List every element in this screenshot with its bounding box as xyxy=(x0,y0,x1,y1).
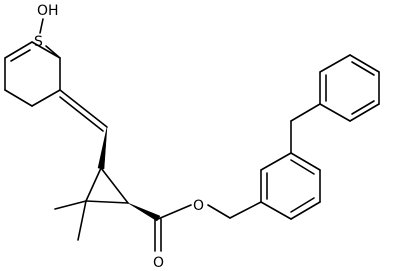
atom-label-carbonyl-o: O xyxy=(153,255,164,271)
bond-ring3-5 xyxy=(319,54,351,73)
bond-ring1-4 xyxy=(4,89,33,107)
bond-methyl-1 xyxy=(54,200,87,210)
bond-exo-double-b xyxy=(59,96,104,132)
bond-ch2-ring3 xyxy=(290,103,321,122)
bond-ring3-2 xyxy=(349,103,380,122)
bond-ring1-5 xyxy=(31,89,61,107)
bond-methyl-2 xyxy=(77,200,87,241)
bond-ring1-2-double xyxy=(10,49,31,62)
bond-ring3-4-inner xyxy=(351,61,375,76)
bond-ring2-5-inner xyxy=(290,197,315,213)
bond-ester-o xyxy=(157,204,192,220)
atom-label-s: S xyxy=(34,34,43,50)
atom-label-ester-o: O xyxy=(193,198,204,214)
bond-ring3-2-inner xyxy=(351,100,375,115)
bond-exo-double-a xyxy=(59,89,108,128)
bond-ring2-2 xyxy=(260,152,292,171)
bond-cp-1 xyxy=(100,167,129,204)
bond-ch2-ring xyxy=(229,201,262,219)
bond-ring3-1 xyxy=(319,103,351,122)
bond-ring1-2 xyxy=(4,41,33,59)
bond-ring2-3 xyxy=(290,152,321,171)
bond-ring2-5 xyxy=(290,201,321,220)
bond-ring3-4 xyxy=(349,54,380,73)
bond-cp-2 xyxy=(85,167,102,202)
bond-ring2-3-inner xyxy=(290,159,315,175)
wedge-bond-vinyl xyxy=(97,126,108,170)
atom-label-oh: OH xyxy=(37,3,59,19)
bond-ring1-1 xyxy=(31,41,61,59)
bond-s-o xyxy=(39,18,44,34)
bond-ring2-6 xyxy=(260,201,292,220)
bond-cp-3 xyxy=(85,200,129,204)
bond-o-ch2 xyxy=(207,204,231,219)
